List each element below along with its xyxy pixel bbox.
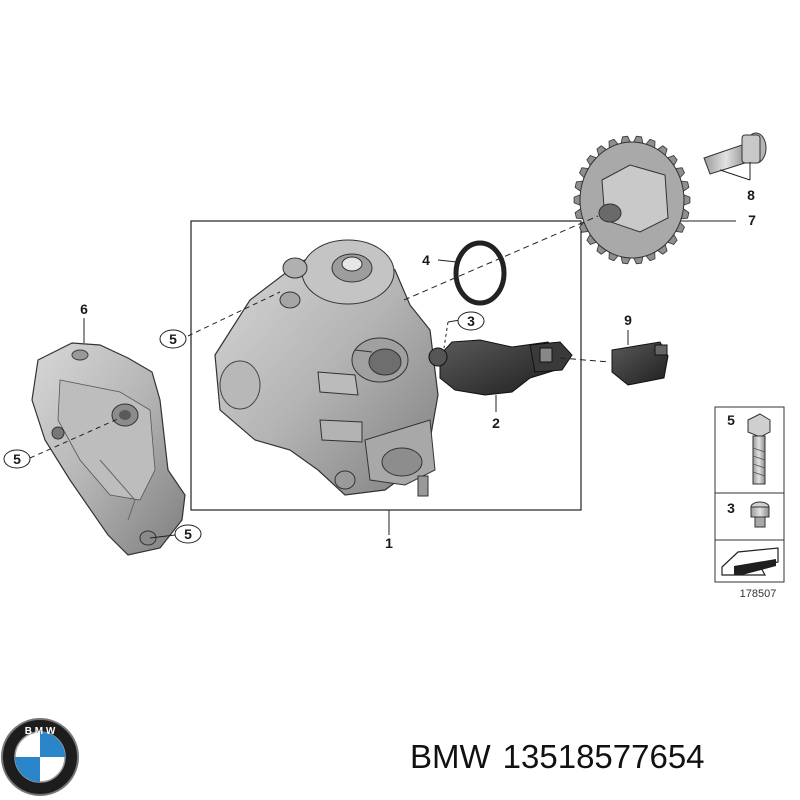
callout-5-bracket: 5 [3,449,31,469]
callout-3: 3 [457,311,485,331]
callout-7: 7 [748,212,756,228]
callout-2: 2 [492,415,500,431]
callout-label: 5 [169,331,177,347]
leader-lines [29,162,751,539]
sprocket-bolt [703,132,767,175]
legend-screw-illustration [750,501,770,528]
high-pressure-pump [214,239,439,497]
drive-sprocket [573,135,691,265]
callout-9: 9 [624,312,632,328]
part-number: 13518577654 [502,738,705,775]
legend-label-bolt: 5 [727,412,735,428]
reference-number: 178507 [740,588,777,600]
callout-5-top: 5 [159,329,187,349]
sprocket-tooth [683,194,691,206]
bmw-roundel-logo: B M W [1,718,79,796]
callout-label: 5 [13,451,21,467]
brand-name: BMW [410,738,491,775]
solenoid-valve [428,339,573,396]
callout-4: 4 [422,252,430,268]
callout-5-bottom: 5 [174,524,202,544]
svg-text:B M W: B M W [25,726,56,737]
callout-8: 8 [747,187,755,203]
callout-label: 3 [467,313,475,329]
assembly-frame [190,220,582,511]
sprocket-tooth [573,194,581,206]
parts-legend: 5 3 [714,406,785,583]
o-ring [453,240,507,306]
mounting-bracket [31,342,186,556]
callout-6: 6 [80,301,88,317]
legend-bolt-illustration [747,413,771,485]
legend-label-screw: 3 [727,500,735,516]
callout-label: 5 [184,526,192,542]
callout-1: 1 [385,535,393,551]
connector-plug [611,341,669,386]
part-caption: BMW 13518577654 [410,738,705,776]
legend-arrow-icon [721,547,779,576]
